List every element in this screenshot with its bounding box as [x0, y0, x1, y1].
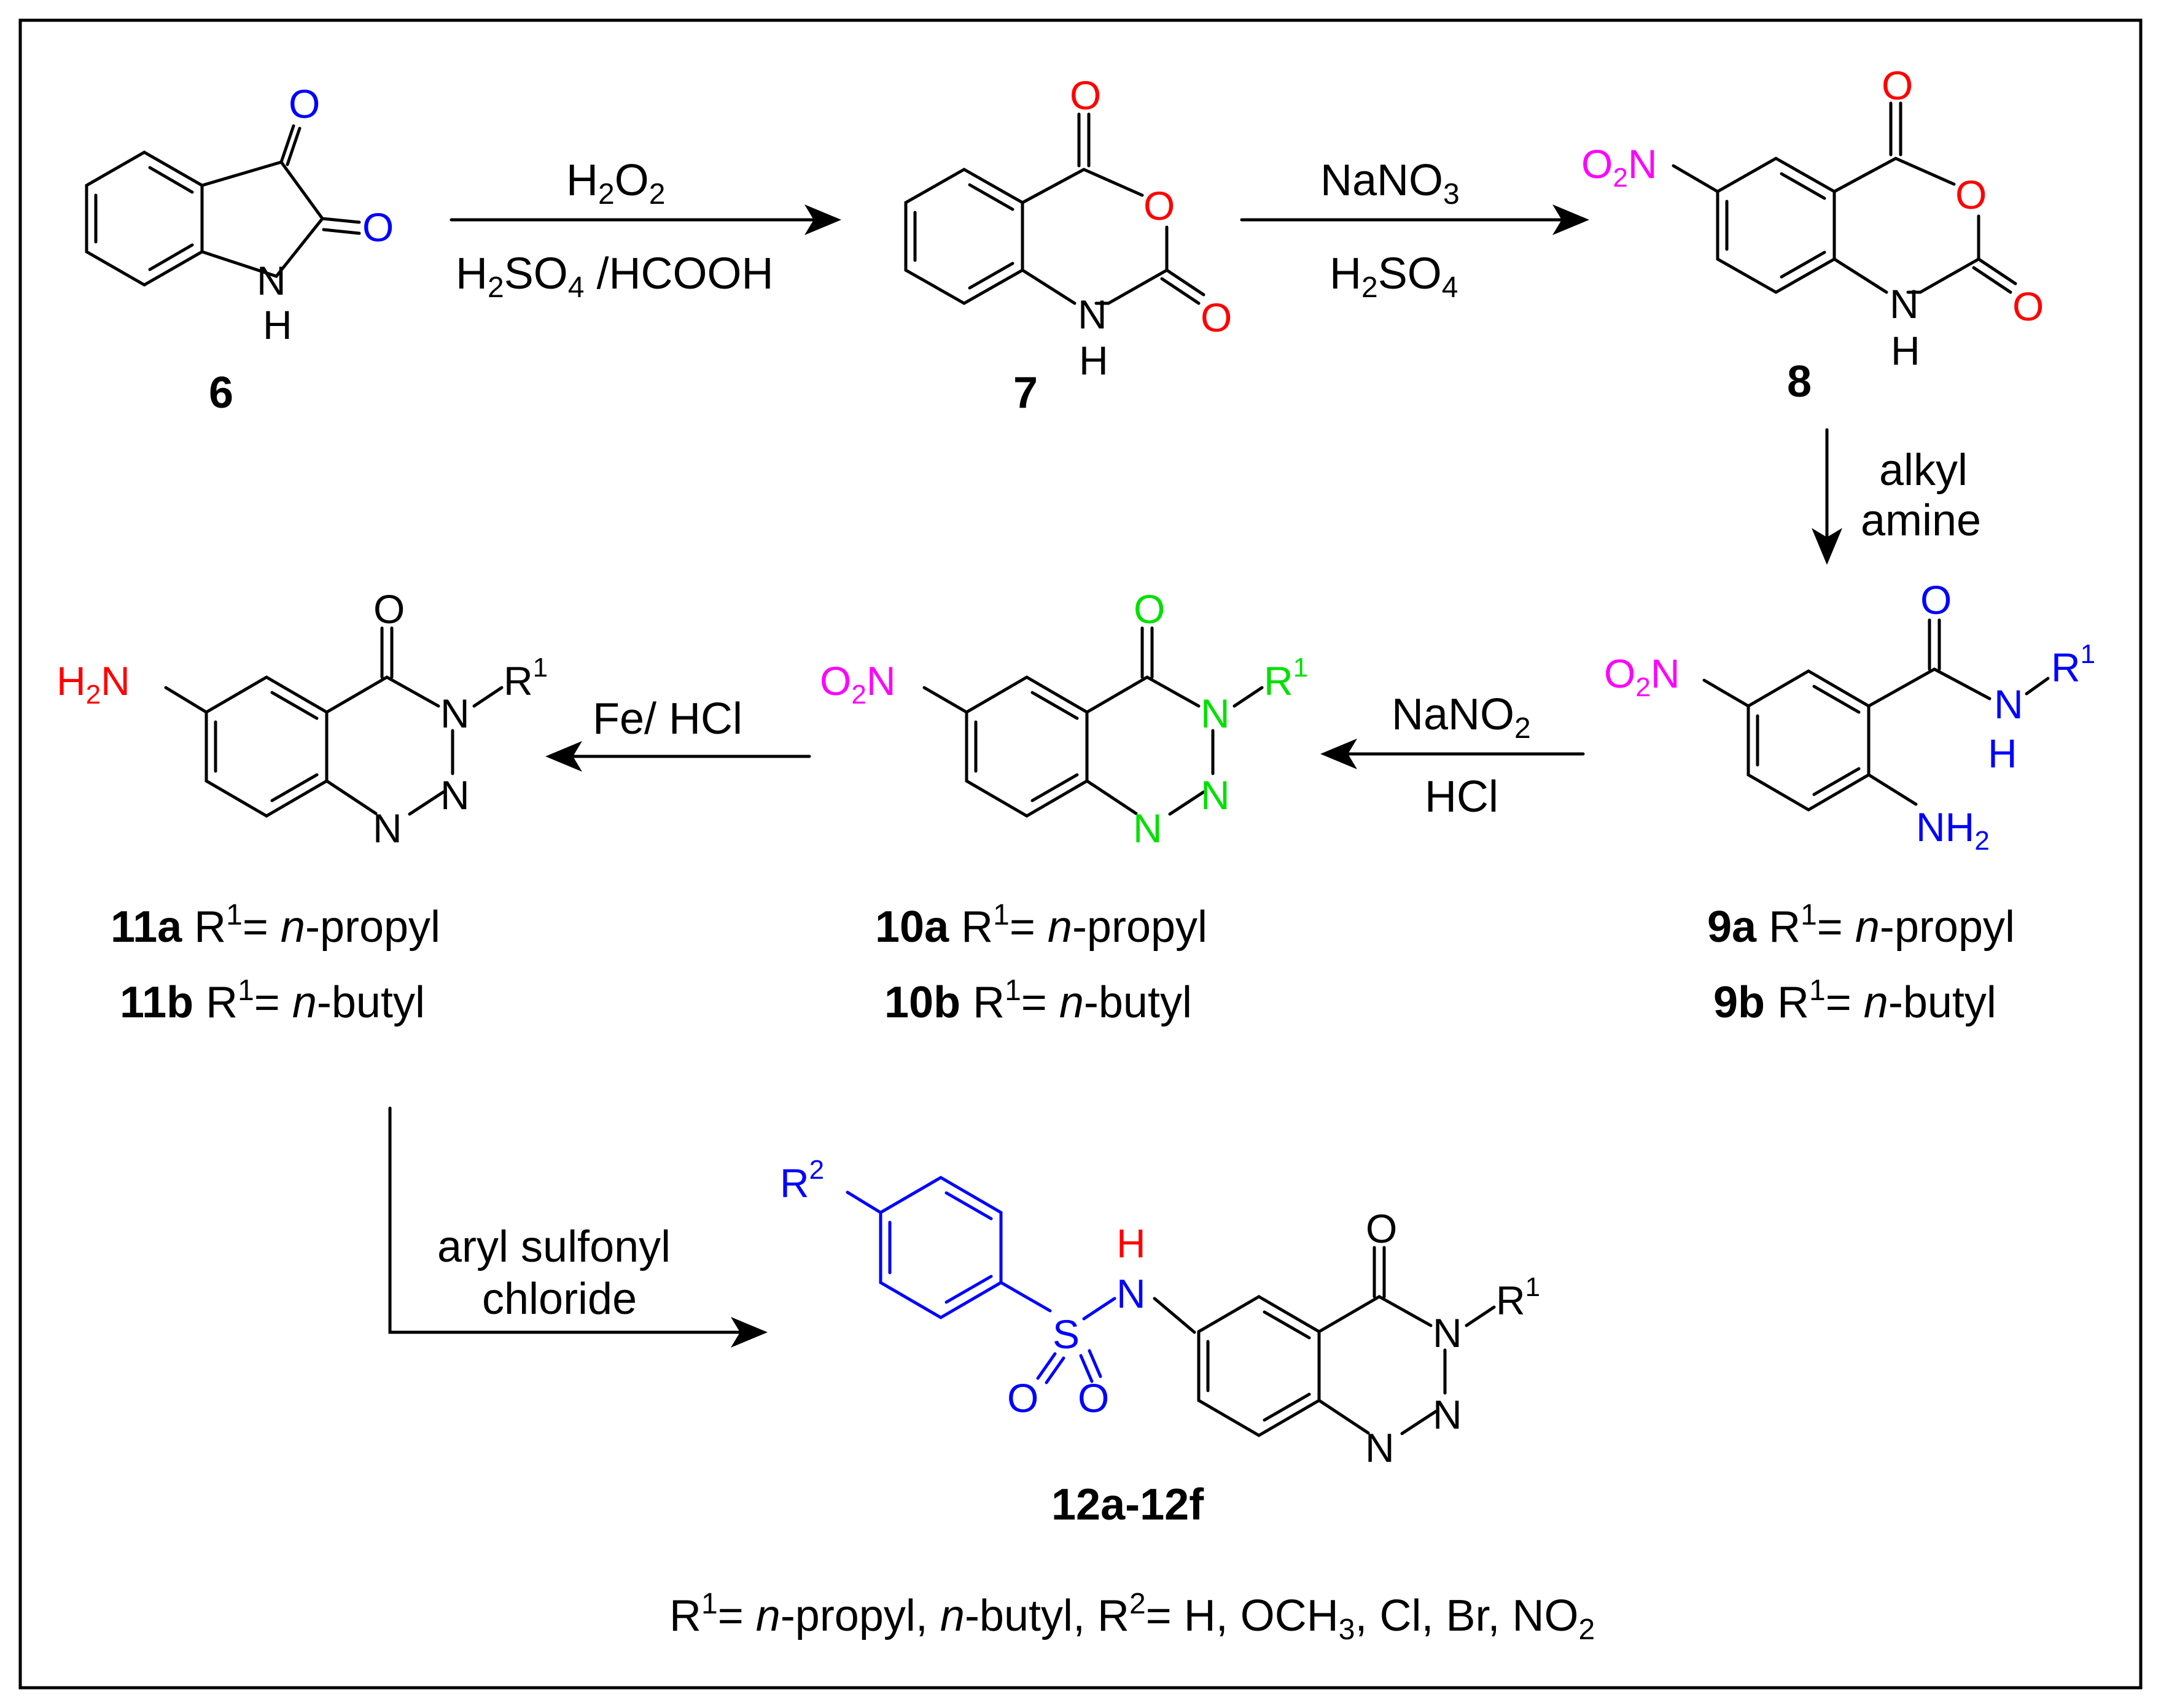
triazinone11-r1: R1 — [504, 653, 548, 704]
nitro10-o2n: O2N — [820, 658, 896, 710]
anhydride-h: H — [1079, 338, 1108, 383]
amide9-n: N — [1994, 681, 2023, 727]
anhydride8-o-carbonyl: O — [2012, 284, 2044, 329]
triazinone10-n2: N — [1201, 772, 1230, 818]
compound-9-structure: O2N O N H R1 NH2 — [1604, 577, 2095, 856]
triazinone10-o: O — [1134, 586, 1165, 632]
anhydride8-h: H — [1891, 328, 1920, 373]
compound-8-structure: O2N O O O N H — [1581, 63, 2044, 373]
amide9-r1: R1 — [2051, 639, 2095, 690]
reagent-alkyl: alkyl — [1879, 446, 1968, 495]
compound-11-structure: H2N O N N N R1 — [56, 586, 548, 851]
sulfonamide12-n: N — [1116, 1271, 1146, 1316]
reagent-nano2: NaNO2 — [1392, 690, 1531, 745]
triazinone12-n3: N — [1433, 1310, 1462, 1356]
amide9-o: O — [1920, 577, 1952, 623]
label-11a: 11a R1= n-propyl — [111, 899, 440, 952]
scheme-frame — [18, 18, 2143, 1690]
reagent-chloride: chloride — [482, 1275, 637, 1324]
anhydride-o-ring: O — [1143, 183, 1175, 228]
isatin-o1-label: O — [289, 81, 320, 126]
anhydride8-o-top: O — [1882, 63, 1913, 108]
compound-7-structure: O O O N H — [904, 72, 1232, 383]
label-9a: 9a R1= n-propyl — [1707, 899, 2015, 952]
anhydride-n: N — [1078, 292, 1107, 337]
triazinone12-n2: N — [1433, 1392, 1462, 1437]
isatin-n-label: N — [257, 258, 286, 303]
label-11b: 11b R1= n-butyl — [120, 974, 425, 1027]
anhydride8-n: N — [1890, 281, 1919, 327]
substituent-footnote: R1= n-propyl, n-butyl, R2= H, OCH3, Cl, … — [669, 1588, 1595, 1646]
aniline11-h2n: H2N — [56, 658, 130, 710]
sulfonyl12-s: S — [1053, 1311, 1080, 1357]
sulfonyl12-r2: R2 — [780, 1155, 824, 1206]
reagent-amine: amine — [1861, 496, 1981, 545]
reagent-fe-hcl: Fe/ HCl — [593, 694, 742, 743]
triazinone11-o: O — [373, 586, 405, 632]
triazinone11-n3: N — [440, 691, 470, 736]
sulfonamide12-h: H — [1116, 1221, 1146, 1266]
isatin-o2-label: O — [362, 204, 394, 250]
triazinone11-n2: N — [440, 772, 470, 818]
reagent-h2so4-hcooh: H2SO4 /HCOOH — [456, 249, 773, 304]
reagent-aryl-sulfonyl: aryl sulfonyl — [437, 1222, 671, 1271]
isatin-h-label: H — [263, 302, 292, 347]
anhydride-o-carbonyl: O — [1201, 295, 1232, 340]
nitro8-o2n: O2N — [1581, 141, 1657, 193]
triazinone10-n1: N — [1133, 805, 1162, 851]
compound-label-12: 12a-12f — [1051, 1480, 1204, 1529]
label-10b: 10b R1= n-butyl — [884, 974, 1192, 1027]
triazinone12-n1: N — [1365, 1425, 1395, 1470]
amide9-h: H — [1988, 731, 2017, 776]
reagent-nano3: NaNO3 — [1320, 156, 1460, 211]
compound-12-structure: R2 S O O H N O N N N R1 — [780, 1155, 1540, 1470]
label-10a: 10a R1= n-propyl — [875, 899, 1207, 952]
triazinone12-r1: R1 — [1496, 1272, 1540, 1323]
compound-label-7: 7 — [1013, 368, 1038, 417]
amine9-nh2: NH2 — [1916, 804, 1990, 856]
sulfonyl12-o-left: O — [1007, 1375, 1038, 1421]
reagent-hcl: HCl — [1425, 772, 1498, 821]
triazinone12-o: O — [1366, 1206, 1397, 1251]
sulfonyl12-o-right: O — [1078, 1375, 1109, 1421]
reagent-h2o2: H2O2 — [566, 156, 665, 211]
triazinone10-r1: R1 — [1264, 653, 1308, 704]
arrow-11-to-12 — [388, 1106, 768, 1348]
label-9b: 9b R1= n-butyl — [1713, 974, 1996, 1027]
compound-6-structure: O O N H — [85, 81, 394, 347]
anhydride-o-top: O — [1070, 72, 1101, 118]
compound-10-structure: O2N O N N N R1 — [820, 586, 1308, 851]
reagent-h2so4: H2SO4 — [1330, 249, 1458, 304]
compound-label-8: 8 — [1787, 357, 1812, 406]
triazinone11-n1: N — [373, 805, 402, 851]
nitro9-o2n: O2N — [1604, 651, 1680, 702]
anhydride8-o-ring: O — [1955, 172, 1987, 217]
compound-label-6: 6 — [209, 368, 233, 417]
triazinone10-n3: N — [1201, 691, 1230, 736]
